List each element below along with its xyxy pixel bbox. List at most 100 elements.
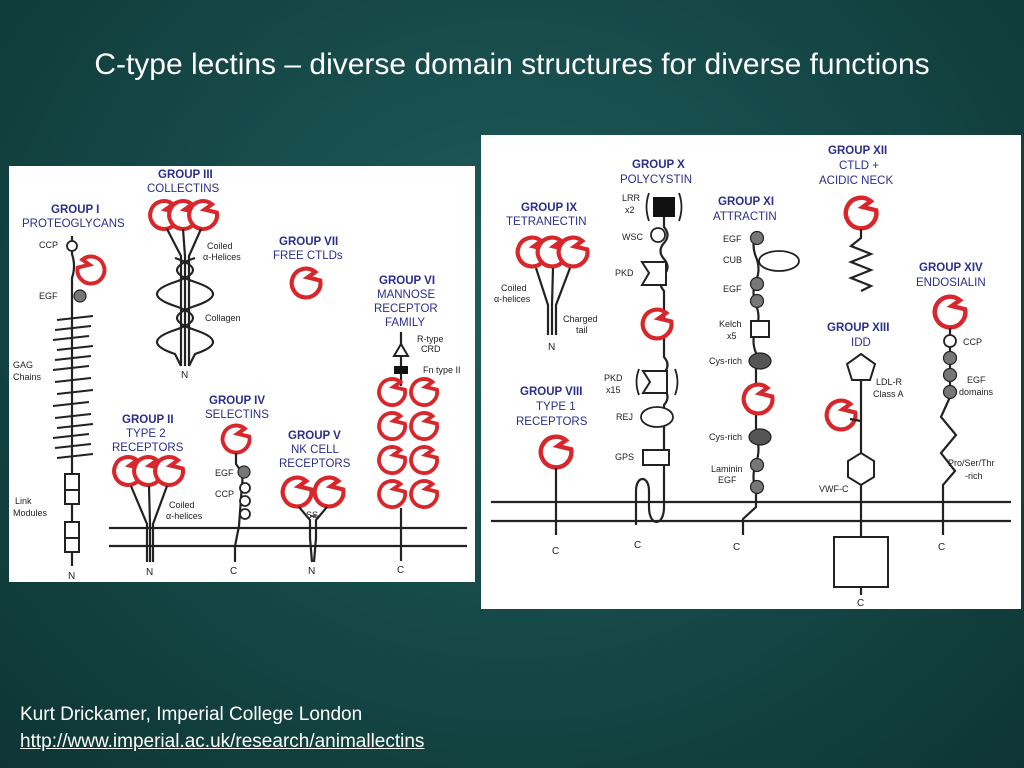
egf-domain: [749, 276, 765, 292]
group-6-subtitle-line2: RECEPTOR: [374, 303, 438, 315]
group-10-title: GROUP X: [632, 159, 685, 171]
group-13-idd: GROUP XIII IDD LDL-R Class A VWF-C C: [819, 322, 904, 609]
group-2-subtitle-line1: TYPE 2: [126, 428, 166, 440]
gag-label-line1: GAG: [13, 360, 33, 370]
egf-domain: [942, 367, 958, 383]
group-2-terminus: N: [146, 567, 153, 578]
group-6-mannose-receptor: GROUP VI MANNOSE RECEPTOR FAMILY R-type …: [374, 275, 461, 576]
crd-domain: [846, 198, 877, 229]
link-module-2: [64, 489, 80, 505]
coiled-label-line2: α-helices: [166, 511, 203, 521]
crd-domain: [155, 457, 183, 485]
vwf-c-label: VWF-C: [819, 484, 849, 494]
group-3-subtitle: COLLECTINS: [147, 183, 220, 195]
egf-domain: [942, 384, 958, 400]
group-1-proteoglycans: GROUP I PROTEOGLYCANS CCP EGF GAG Chains…: [13, 204, 125, 582]
pkd-brackets: [635, 368, 679, 396]
coiled-helix-stem: [181, 228, 187, 366]
group-14-subtitle: ENDOSIALIN: [916, 277, 986, 289]
group-1-subtitle: PROTEOGLYCANS: [22, 218, 125, 230]
group-1-backbone: [70, 236, 76, 566]
group-11-terminus: C: [733, 542, 740, 553]
group-8-subtitle-line1: TYPE 1: [536, 401, 576, 413]
coiled-helix-stem: [187, 228, 203, 366]
group-5-stem: [312, 506, 328, 563]
crd-domain: [541, 437, 572, 468]
cys-rich-domain: [748, 428, 772, 446]
lrr-label-line1: LRR: [622, 193, 641, 203]
group-12-title: GROUP XII: [828, 145, 887, 157]
lrr-label-line2: x2: [625, 205, 635, 215]
group-4-title: GROUP IV: [209, 395, 265, 407]
group-5-terminus: N: [308, 566, 315, 577]
cys-rich-domain: [748, 352, 772, 370]
crd-domain: [409, 411, 440, 441]
crd-domain: [377, 411, 408, 441]
group-1-terminus: N: [68, 571, 75, 582]
right-diagram-panel: GROUP IX TETRANECTIN Coiled α-helices Ch…: [481, 135, 1021, 609]
egf-label: EGF: [215, 468, 234, 478]
crd-domain: [283, 478, 312, 507]
crd-domain: [643, 310, 672, 339]
kelch-label-line1: Kelch: [719, 319, 742, 329]
laminin-egf-domain: [749, 479, 765, 495]
crd-domain: [409, 377, 440, 407]
group-14-title: GROUP XIV: [919, 262, 983, 274]
ldl-receptor-domain: [845, 352, 877, 381]
group-6-subtitle-line1: MANNOSE: [377, 289, 435, 301]
group-5-stem: [298, 506, 314, 563]
group-4-selectins: GROUP IV SELECTINS EGF CCP C: [205, 395, 269, 577]
group-1-title: GROUP I: [51, 204, 99, 216]
fn-type-ii-domain: [394, 366, 408, 374]
rtype-label-line2: CRD: [421, 344, 441, 354]
coiled-label-line2: α-helices: [494, 294, 531, 304]
group-9-terminus: N: [548, 342, 555, 353]
group-8-terminus: C: [552, 546, 559, 557]
group-8-title: GROUP VIII: [520, 386, 582, 398]
pkd-x15-label-line2: x15: [606, 385, 621, 395]
egf-domain: [73, 289, 87, 303]
left-diagram: GROUP I PROTEOGLYCANS CCP EGF GAG Chains…: [13, 169, 467, 582]
group-12-subtitle-line2: ACIDIC NECK: [819, 175, 893, 187]
charged-label-line1: Charged: [563, 314, 598, 324]
pkd-repeat-domain: [641, 370, 668, 394]
coiled-label-line1: Coiled: [169, 500, 195, 510]
egf-label: EGF: [723, 284, 742, 294]
group-13-terminus: C: [857, 598, 864, 609]
crd-domain: [559, 238, 588, 267]
group-2-stem: [129, 485, 149, 562]
group-3-terminus: N: [181, 370, 188, 381]
group-2-type2-receptors: GROUP II TYPE 2 RECEPTORS Coiled α-helic…: [112, 414, 203, 578]
crd-domain: [75, 254, 107, 286]
gag-label-line2: Chains: [13, 372, 42, 382]
crd-domain: [377, 377, 408, 407]
pkd-label: PKD: [615, 268, 634, 278]
pro-ser-thr-label-line2: -rich: [965, 471, 983, 481]
group-5-subtitle-line2: RECEPTORS: [279, 458, 351, 470]
group-13-subtitle: IDD: [851, 337, 871, 349]
link-module-3: [64, 521, 80, 539]
group-10-polycystin: GROUP X POLYCYSTIN LRR x2 WSC PKD PKD x1…: [604, 159, 692, 551]
crd-domain: [220, 423, 252, 455]
group-4-subtitle: SELECTINS: [205, 409, 269, 421]
cys-rich-label: Cys-rich: [709, 432, 742, 442]
author-credit: Kurt Drickamer, Imperial College London: [20, 704, 363, 725]
r-type-crd: [392, 342, 410, 357]
ldl-label-line2: Class A: [873, 389, 904, 399]
ccp-domain: [943, 334, 957, 348]
gps-label: GPS: [615, 452, 634, 462]
lrr-brackets: [645, 192, 683, 222]
egf-label: EGF: [723, 234, 742, 244]
group-2-title: GROUP II: [122, 414, 174, 426]
egf-domain: [749, 230, 765, 246]
group-10-subtitle: POLYCYSTIN: [620, 174, 692, 186]
group-6-terminus: C: [397, 565, 404, 576]
group-3-collectins: GROUP III COLLECTINS Coiled α-Helices Co…: [147, 169, 241, 381]
coiled-label-line2: α-Helices: [203, 252, 241, 262]
source-link[interactable]: http://www.imperial.ac.uk/research/anima…: [20, 731, 425, 752]
coiled-helix-stem: [166, 228, 183, 366]
ccp-domain: [239, 508, 251, 520]
group-9-tetranectin: GROUP IX TETRANECTIN Coiled α-helices Ch…: [494, 202, 598, 353]
link-label-line1: Link: [15, 496, 32, 506]
ccp-label: CCP: [963, 337, 982, 347]
